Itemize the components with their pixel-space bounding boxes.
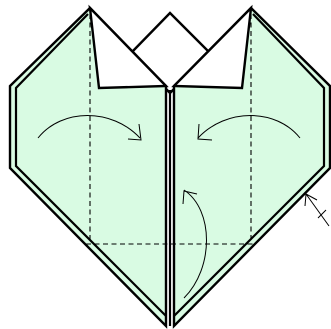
turn-over-symbol	[305, 194, 329, 226]
